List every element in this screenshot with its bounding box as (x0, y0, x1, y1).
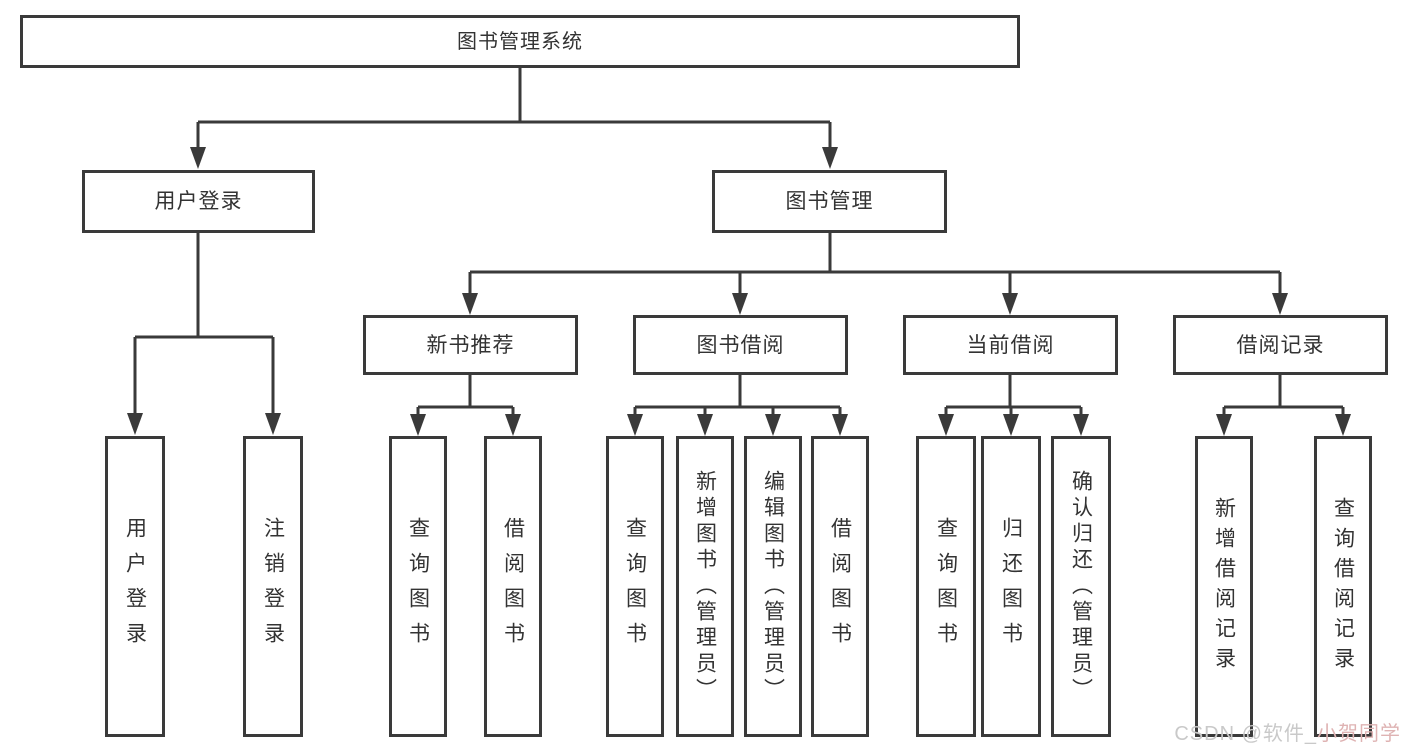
arrowhead-icon (765, 414, 781, 436)
arrowhead-icon (410, 414, 426, 436)
leaf-borrow-books: 借阅图书 (484, 436, 542, 737)
arrowhead-icon (505, 414, 521, 436)
node-label: 用户登录 (154, 190, 243, 213)
leaf-query-books: 查询图书 (916, 436, 976, 737)
node-label: 用户登录 (123, 516, 147, 657)
leaf-query-books: 查询图书 (606, 436, 664, 737)
leaf-return-books: 归还图书 (981, 436, 1041, 737)
node-label: 查询图书 (623, 516, 647, 657)
leaf-add-borrow-record: 新增借阅记录 (1195, 436, 1253, 737)
leaf-add-books-admin: 新增图书（管理员） (676, 436, 734, 737)
leaf-logout: 注销登录 (243, 436, 303, 737)
leaf-user-login: 用户登录 (105, 436, 165, 737)
leaf-edit-books-admin: 编辑图书（管理员） (744, 436, 802, 737)
arrowhead-icon (832, 414, 848, 436)
arrowhead-icon (1003, 414, 1019, 436)
arrowhead-icon (190, 147, 206, 169)
watermark-handle: 小贺同学 (1317, 723, 1401, 745)
arrowhead-icon (697, 414, 713, 436)
node-label: 借阅记录 (1236, 333, 1325, 357)
arrowhead-icon (1272, 293, 1288, 315)
node-label: 图书管理系统 (457, 30, 583, 53)
arrowhead-icon (1002, 293, 1018, 315)
leaf-borrow-books: 借阅图书 (811, 436, 869, 737)
csdn-watermark: CSDN @软件_小贺同学 (1174, 717, 1401, 746)
node-label: 新增图书（管理员） (693, 469, 717, 704)
node-label: 借阅图书 (501, 516, 525, 657)
arrowhead-icon (1216, 414, 1232, 436)
watermark-text: CSDN @软件_ (1174, 723, 1317, 745)
arrowhead-icon (627, 414, 643, 436)
arrowhead-icon (462, 293, 478, 315)
node-user-login: 用户登录 (82, 170, 315, 233)
node-label: 借阅图书 (828, 516, 852, 657)
arrowhead-icon (938, 414, 954, 436)
arrowhead-icon (127, 413, 143, 435)
node-label: 确认归还（管理员） (1069, 469, 1093, 704)
node-book-management-system: 图书管理系统 (20, 15, 1020, 68)
node-label: 新书推荐 (426, 333, 515, 357)
node-current-borrowing: 当前借阅 (903, 315, 1118, 375)
node-label: 查询图书 (406, 516, 430, 657)
arrowhead-icon (1335, 414, 1351, 436)
arrowhead-icon (265, 413, 281, 435)
node-label: 归还图书 (999, 516, 1023, 657)
node-label: 当前借阅 (966, 333, 1055, 357)
node-label: 图书借阅 (696, 333, 785, 357)
node-label: 查询借阅记录 (1331, 496, 1355, 677)
node-label: 图书管理 (785, 190, 874, 213)
arrowhead-icon (822, 147, 838, 169)
node-label: 编辑图书（管理员） (761, 469, 785, 704)
node-new-book-recommendation: 新书推荐 (363, 315, 578, 375)
arrowhead-icon (1073, 414, 1089, 436)
node-borrowing-records: 借阅记录 (1173, 315, 1388, 375)
leaf-query-borrow-record: 查询借阅记录 (1314, 436, 1372, 737)
node-label: 注销登录 (261, 516, 285, 657)
leaf-query-books: 查询图书 (389, 436, 447, 737)
node-label: 查询图书 (934, 516, 958, 657)
node-label: 新增借阅记录 (1212, 496, 1236, 677)
leaf-confirm-return-admin: 确认归还（管理员） (1051, 436, 1111, 737)
arrowhead-icon (732, 293, 748, 315)
node-book-management: 图书管理 (712, 170, 947, 233)
node-book-borrowing: 图书借阅 (633, 315, 848, 375)
